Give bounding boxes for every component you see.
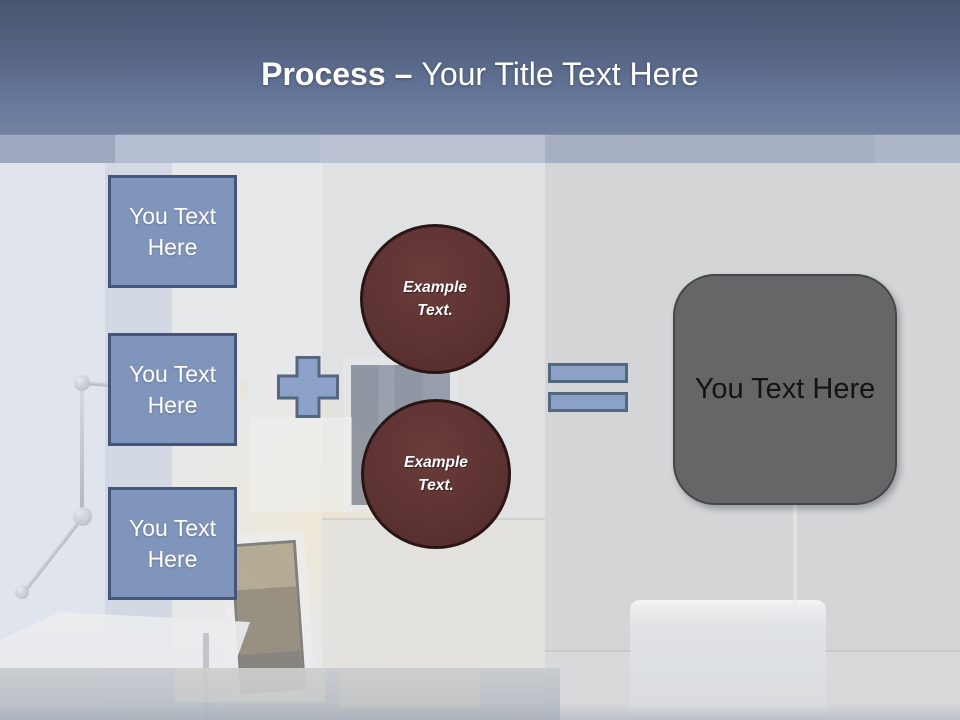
equals-bar-bottom [548, 392, 628, 412]
photo-floor-reflection-2 [340, 668, 480, 708]
process-box-3: You Text Here [108, 487, 237, 600]
title-keyword: Process [261, 56, 386, 92]
result-box: You Text Here [673, 274, 897, 505]
header-divider-band [0, 134, 960, 164]
title-separator: – [394, 56, 413, 92]
photo-lamp-joint-top [74, 375, 90, 391]
example-circle-1-label: Example Text. [403, 279, 467, 319]
slide-title: Process – Your Title Text Here [0, 54, 960, 94]
photo-lamp-joint-base [15, 585, 29, 599]
example-circle-2: Example Text. [361, 399, 511, 549]
process-box-1-label: You Text Here [129, 202, 216, 260]
equals-icon [548, 363, 628, 412]
title-subtitle: Your Title Text Here [421, 56, 699, 92]
process-box-1: You Text Here [108, 175, 237, 288]
example-circle-2-label: Example Text. [404, 454, 468, 494]
photo-stool [630, 600, 826, 720]
result-box-label: You Text Here [694, 373, 876, 405]
slide-header: Process – Your Title Text Here [0, 0, 960, 134]
photo-lamp-arm-vertical [80, 383, 84, 516]
process-box-2-label: You Text Here [129, 360, 216, 418]
photo-lamp-joint-mid [73, 507, 92, 526]
photo-light-streak [793, 493, 797, 608]
photo-floor-shadow [0, 703, 960, 720]
example-circle-1: Example Text. [360, 224, 510, 374]
plus-icon [277, 356, 339, 418]
photo-floor-reflection-1 [175, 668, 325, 702]
process-box-3-label: You Text Here [129, 514, 216, 572]
process-box-2: You Text Here [108, 333, 237, 446]
photo-frame-small [250, 417, 352, 512]
equals-bar-top [548, 363, 628, 383]
